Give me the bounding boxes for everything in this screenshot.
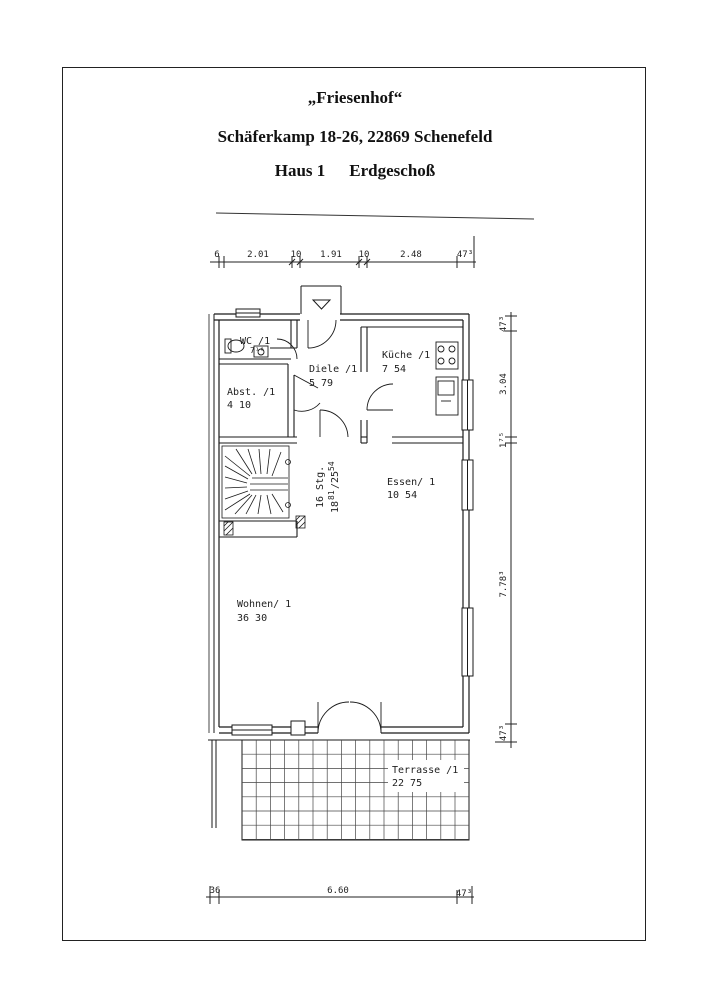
stair-ratio-c: /25	[330, 471, 341, 489]
dim-bottom-2: 47³	[456, 889, 472, 899]
stair-ratio-b: 81	[327, 490, 336, 500]
room-area-wohnen: 36 30	[237, 613, 267, 624]
stair-steps: 16 Stg.	[315, 466, 326, 508]
room-area-diele: 5 79	[309, 378, 333, 389]
room-label-wohnen: Wohnen/ 1	[237, 599, 291, 610]
dim-top-3: 1.91	[320, 250, 342, 260]
staircase	[221, 445, 291, 519]
interior-walls	[219, 320, 463, 538]
exterior-walls	[208, 313, 470, 734]
dim-right-3: 7.78³	[499, 570, 509, 597]
room-label-kueche: Küche /1	[382, 350, 430, 361]
terrace	[208, 739, 470, 841]
dim-right-0: 47³	[499, 316, 509, 332]
dim-top-6: 47³	[457, 250, 473, 260]
staircase-hatch	[223, 515, 306, 536]
windows-right	[461, 379, 474, 677]
floor-label: Erdgeschoß	[349, 161, 436, 180]
room-label-wc: WC /1	[240, 336, 270, 347]
dim-right-2: 1⁷⁵	[499, 432, 509, 448]
project-name: „Friesenhof“	[307, 88, 403, 107]
right-dimension-chain	[495, 312, 517, 748]
dim-bottom-1: 6.60	[327, 886, 349, 896]
house-label: Haus 1	[274, 161, 326, 180]
dim-top-0: 6	[214, 250, 219, 260]
room-area-abst: 4 10	[227, 400, 251, 411]
room-label-essen: Essen/ 1	[387, 477, 435, 488]
entry-porch	[300, 285, 342, 314]
room-area-wc: 7¹⁶	[250, 346, 264, 355]
dim-top-1: 2.01	[247, 250, 269, 260]
stair-ratio-d: 54	[327, 461, 336, 471]
stair-annotation: 16 Stg.	[315, 466, 326, 508]
kitchen-fittings	[435, 341, 459, 416]
room-area-terrasse: 22 75	[392, 778, 422, 789]
dim-right-1: 3.04	[499, 373, 509, 395]
window-wc	[235, 308, 261, 318]
door-swings	[270, 319, 394, 734]
dim-top-4: 10	[359, 250, 370, 260]
stair-ratio: 18 81 /25 54	[327, 461, 341, 513]
top-dimension-chain	[210, 236, 476, 268]
dim-bottom-0: 36	[210, 886, 221, 896]
room-label-terrasse: Terrasse /1	[392, 765, 458, 776]
bottom-dimension-chain	[206, 886, 474, 904]
project-address: Schäferkamp 18-26, 22869 Schenefeld	[217, 127, 493, 146]
room-label-diele: Diele /1	[309, 364, 357, 375]
room-label-abst: Abst. /1	[227, 387, 275, 398]
plan-subtitle: Haus 1 Erdgeschoß	[0, 161, 710, 181]
drawing-frame	[62, 67, 646, 941]
room-area-essen: 10 54	[387, 490, 417, 501]
dim-top-2: 10	[291, 250, 302, 260]
separator-line	[215, 212, 535, 220]
windows-bottom	[231, 720, 306, 736]
dim-top-5: 2.48	[400, 250, 422, 260]
room-area-kueche: 7 54	[382, 364, 406, 375]
wc-fixtures	[224, 338, 269, 358]
stair-ratio-a: 18	[330, 501, 341, 513]
dim-right-4: 47³	[499, 725, 509, 741]
